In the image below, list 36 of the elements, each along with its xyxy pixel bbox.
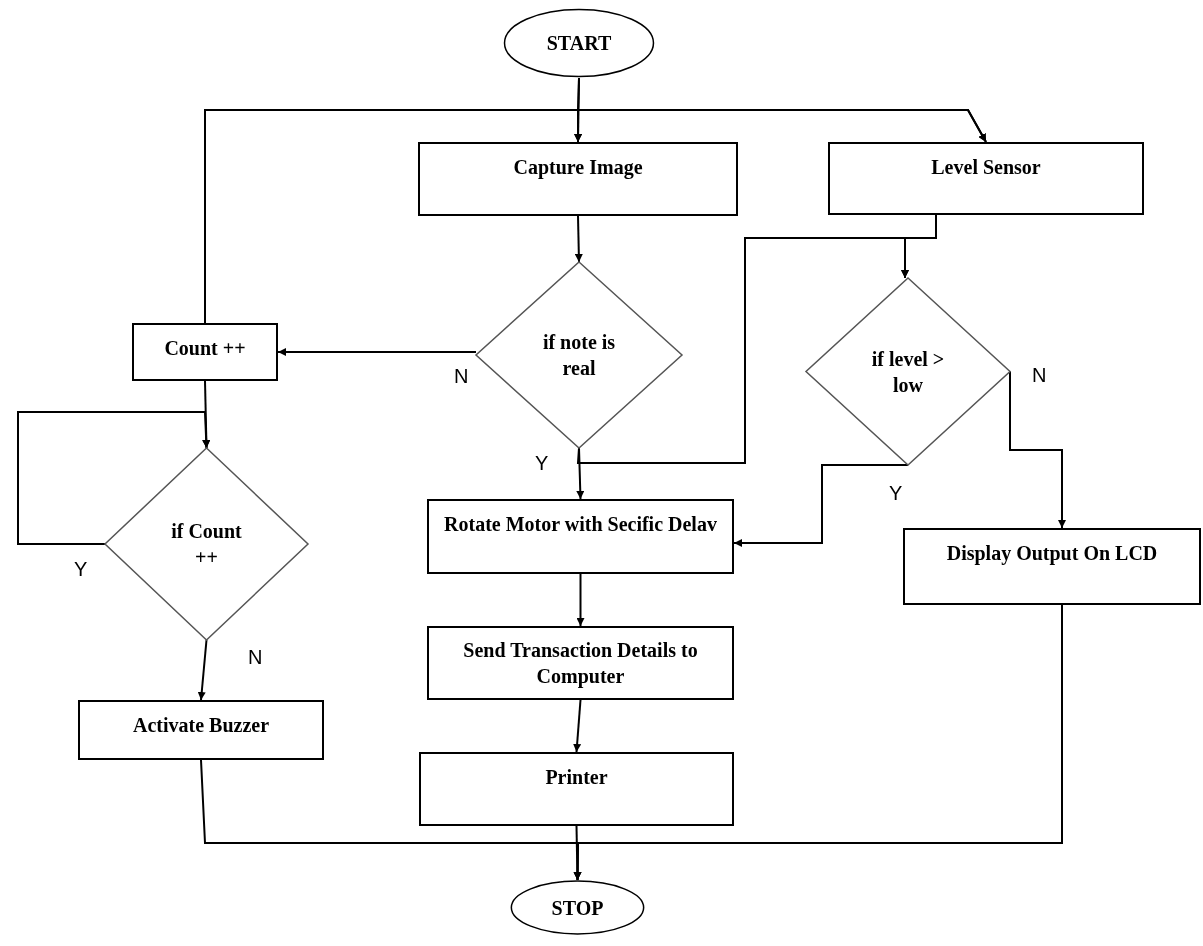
node-label: if Count ++ [170,519,243,570]
arrow [573,604,1063,881]
node-label: Level Sensor [931,155,1041,180]
process-box [427,499,734,574]
process-box [418,142,738,216]
node-label: Capture Image [513,155,643,180]
node-label: Send Transaction Details to Computer [462,638,699,689]
node-label: if level > low [870,346,946,398]
arrow [733,464,909,547]
arrow [17,411,211,545]
node-label: Display Output On LCD [946,541,1158,566]
process-box [828,142,1144,215]
process-box [419,752,734,826]
node-label: Printer [545,765,608,790]
decision-diamond [476,262,682,448]
terminal-ellipse [503,8,655,78]
node-label: START [546,31,612,56]
arrow [573,699,582,753]
arrow [901,214,937,279]
node-label: Count ++ [164,336,246,361]
node-label: STOP [551,895,604,921]
arrow [1009,370,1066,529]
arrow [197,639,208,701]
arrow [574,215,583,263]
process-box [78,700,324,760]
node-label: if note is real [541,330,617,381]
process-box [132,323,278,381]
process-box [903,528,1201,605]
decision-diamond [105,448,308,640]
process-box [427,626,734,700]
arrow [277,348,477,356]
node-label: Activate Buzzer [132,713,269,738]
terminal-ellipse [510,880,645,935]
decision-diamond [806,278,1010,465]
arrow [576,573,585,627]
node-label: Rotate Motor with Secific Delav [444,512,717,537]
